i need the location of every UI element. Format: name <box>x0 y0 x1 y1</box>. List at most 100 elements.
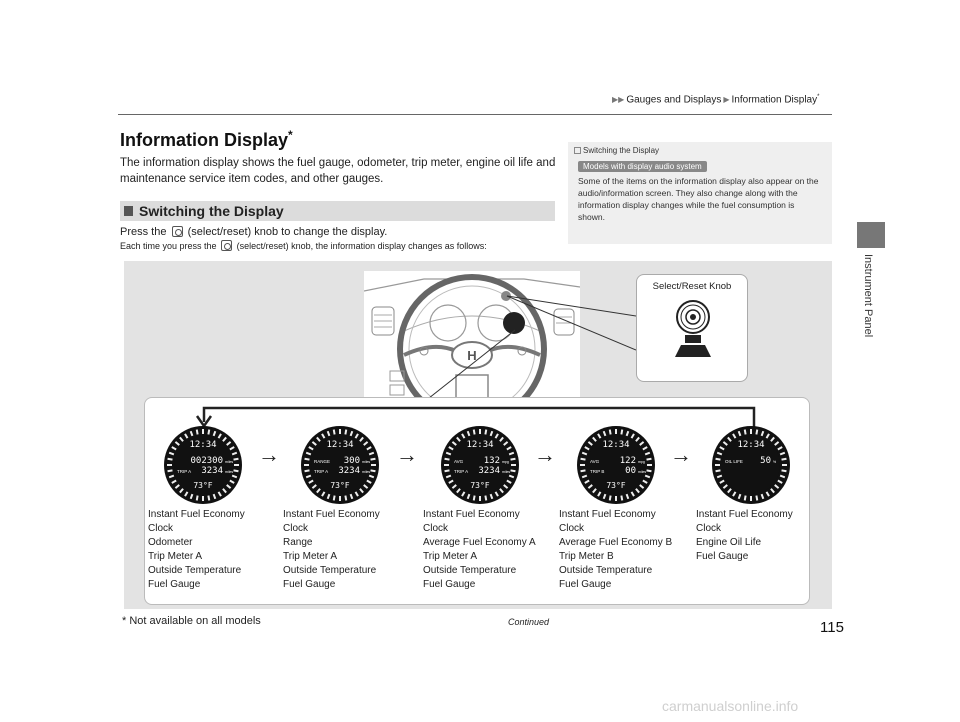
feature-item: Instant Fuel Economy <box>559 509 656 520</box>
gauge-line1-unit: mpg <box>638 460 645 464</box>
breadcrumb-information-display[interactable]: Information Display <box>731 94 818 106</box>
gauge-tick <box>587 441 593 446</box>
gauge-tick <box>639 441 645 446</box>
gauge-tick <box>580 469 586 473</box>
gauge-tick <box>639 484 645 489</box>
gauge-tick <box>581 474 588 479</box>
gauge-line1-value: 50 <box>760 456 771 466</box>
gauge-tick <box>765 433 770 439</box>
gauge-line1-value: 300 <box>344 456 360 466</box>
gauge-clock: 12:34 <box>466 440 493 450</box>
gauge-tick <box>171 479 177 484</box>
feature-item: Trip Meter A <box>148 551 203 562</box>
gauge-tick <box>499 436 504 442</box>
gauge-tick <box>233 457 239 461</box>
gauge-line2-label: TRIP A <box>177 469 191 474</box>
gauge-tick <box>781 469 787 473</box>
gauge-line2-value: 3234 <box>201 466 223 476</box>
feature-item: Average Fuel Economy B <box>559 537 673 548</box>
gauge-tick <box>448 479 454 484</box>
gauge-tick <box>231 474 238 479</box>
footnote: * Not available on all models <box>122 615 261 627</box>
feature-item: Odometer <box>148 537 193 548</box>
gauge-tick <box>226 484 232 489</box>
gauge-tick <box>344 429 348 435</box>
gauge-tick <box>592 436 597 442</box>
gauge-tick <box>308 446 314 451</box>
select-reset-knob-callout: Select/Reset Knob <box>636 274 748 382</box>
title-asterisk: * <box>288 128 293 142</box>
gauge-tick <box>779 474 786 479</box>
gauge-tick <box>171 446 177 451</box>
select-reset-knob-icon <box>221 240 233 251</box>
gauge-tick <box>608 495 612 501</box>
gauge-tick <box>229 479 235 484</box>
gauge-tick <box>207 429 211 435</box>
chapter-label: Instrument Panel <box>862 254 874 338</box>
gauge-tick <box>217 491 222 497</box>
gauge-clock: 12:34 <box>326 440 353 450</box>
gauge-tick <box>635 488 640 494</box>
continued-label: Continued <box>508 617 550 627</box>
gauge-tick <box>508 474 515 479</box>
gauge-tick <box>774 441 780 446</box>
gauge-line1-value: 132 <box>484 456 500 466</box>
gauge-line2-label: TRIP A <box>454 469 468 474</box>
next-arrow-icon: → <box>396 442 418 467</box>
gauge-tick <box>597 433 602 439</box>
gauge-tick <box>456 488 461 494</box>
gauge-tick <box>584 446 590 451</box>
gauge-tick <box>770 488 775 494</box>
gauge-tick <box>189 430 194 437</box>
sidebar-heading-text: Switching the Display <box>583 146 660 155</box>
feature-item: Fuel Gauge <box>283 579 336 590</box>
gauge-line1-unit: miles <box>362 460 370 464</box>
gauge-tick <box>625 493 630 500</box>
gauge-tick <box>494 491 499 497</box>
gauge-tick <box>305 474 312 479</box>
gauge-tick <box>503 484 509 489</box>
feature-item: Instant Fuel Economy <box>423 509 520 520</box>
gauge-line1-label: RANGE <box>314 459 330 464</box>
next-arrow-icon: → <box>670 442 692 467</box>
breadcrumb-gauges[interactable]: Gauges and Displays <box>626 94 722 106</box>
feature-item: Fuel Gauge <box>423 579 476 590</box>
gauge-line1-label: OIL LIFE <box>725 459 743 464</box>
gauge-tick <box>716 474 723 479</box>
gauge-line2-unit: miles <box>225 470 233 474</box>
callout-label: Select/Reset Knob <box>652 281 732 292</box>
gauge-tick <box>732 491 737 497</box>
gauge-tick <box>461 491 466 497</box>
gauge-tick <box>349 493 354 500</box>
gauge-tick <box>602 493 607 500</box>
gauge-line1-unit: miles <box>225 460 233 464</box>
gauge-tick <box>781 457 787 461</box>
section-heading: Switching the Display <box>120 201 555 221</box>
gauge-tick <box>363 441 369 446</box>
feature-item: Trip Meter A <box>283 551 338 562</box>
gauge-tick <box>774 484 780 489</box>
gauge-line1-unit: % <box>773 460 776 464</box>
gauge-tick <box>359 488 364 494</box>
gauge-tick <box>456 436 461 442</box>
gauge-tick <box>620 495 624 501</box>
gauge-tick <box>168 451 175 456</box>
chapter-tab[interactable] <box>857 222 885 248</box>
gauge-tick <box>363 484 369 489</box>
gauge-tick <box>174 441 180 446</box>
gauge-tick <box>184 433 189 439</box>
gauge-tick <box>620 429 624 435</box>
gauge-tick <box>354 433 359 439</box>
gauge-tick <box>584 479 590 484</box>
gauge-tick <box>370 457 376 461</box>
feature-item: Clock <box>559 523 585 534</box>
gauge-line2-value: 3234 <box>338 466 360 476</box>
gauge-tick <box>630 433 635 439</box>
feature-item: Fuel Gauge <box>148 579 201 590</box>
gauge-tick <box>722 484 728 489</box>
gauge-tick <box>451 484 457 489</box>
